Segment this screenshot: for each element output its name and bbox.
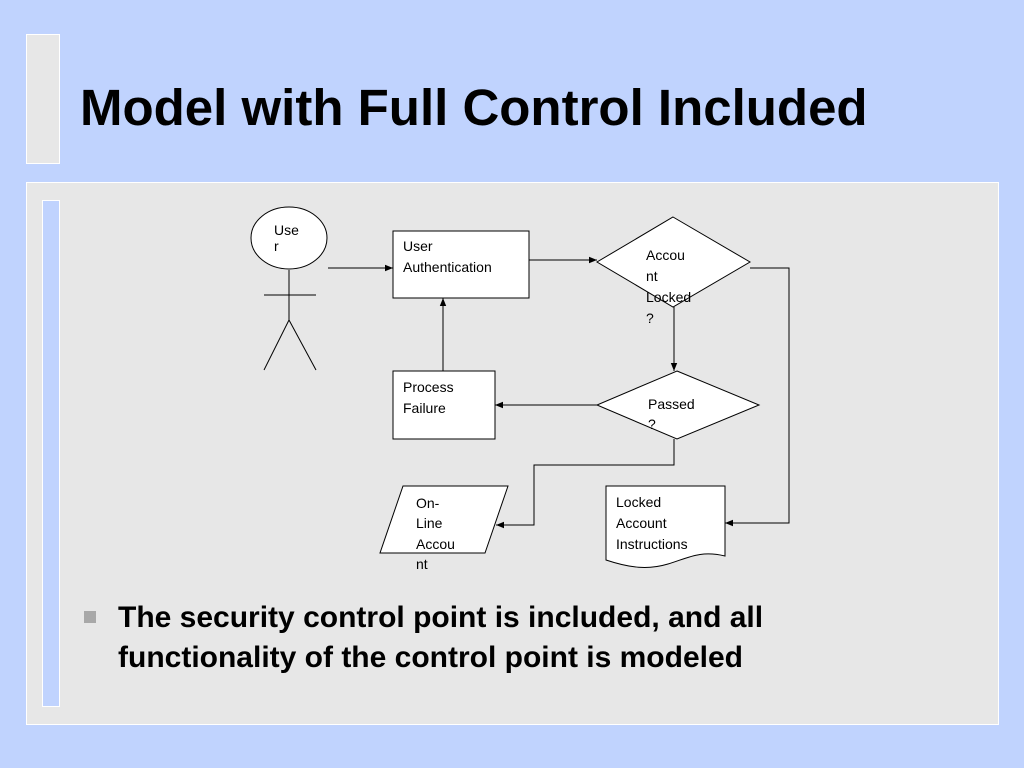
- content-accent-strip: [42, 200, 60, 707]
- connector-locked-to-instructions: [725, 267, 790, 527]
- passed-decision: Passed?: [595, 370, 761, 440]
- slide-title: Model with Full Control Included: [80, 79, 868, 136]
- square-bullet-icon: [84, 611, 96, 623]
- flow-connectors: [328, 256, 790, 529]
- user-actor-right-leg: [288, 319, 317, 371]
- bullet-text: The security control point is included, …: [118, 601, 764, 674]
- user-actor-left-leg: [263, 319, 290, 371]
- passed-label: Passed?: [648, 396, 695, 432]
- title-accent-bar: [26, 34, 60, 164]
- connector-passed-to-online: [496, 439, 675, 529]
- user-actor-head: [250, 206, 328, 270]
